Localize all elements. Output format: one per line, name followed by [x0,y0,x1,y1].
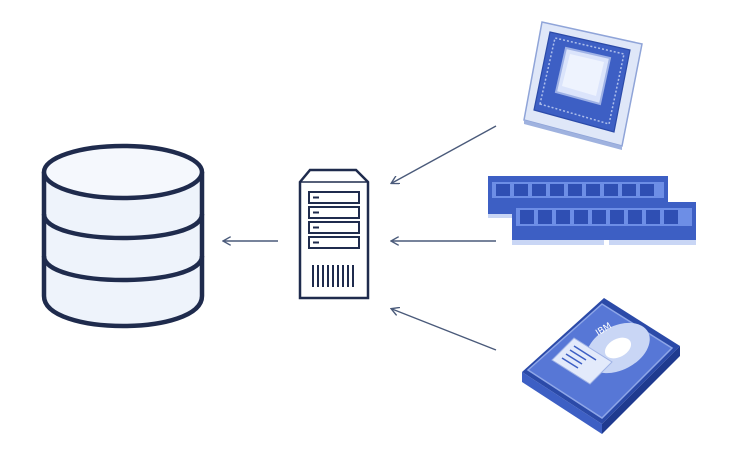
ram-modules-icon [488,176,696,245]
database-icon [41,143,205,329]
arrow-hdd-to-server [392,309,497,351]
arrow-cpu-to-server [392,125,497,183]
cpu-chip-icon [523,21,643,150]
hard-drive-icon: IBM [522,298,680,434]
server-tower-icon [298,168,370,300]
